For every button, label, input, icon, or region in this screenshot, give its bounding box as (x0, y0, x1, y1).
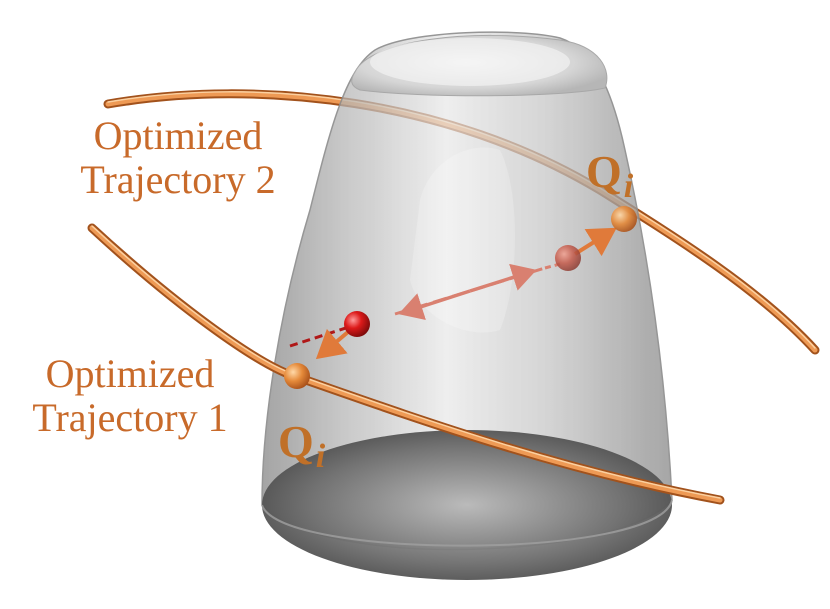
particle-motion-arrows (289, 227, 617, 360)
q-label-upper-sub: i (623, 168, 634, 205)
trajectory-1-label-line1: Optimized (45, 351, 215, 396)
faded-particle (555, 245, 581, 271)
q-label-upper: Qi (586, 148, 633, 211)
q-label-upper-main: Q (586, 146, 622, 197)
trajectory-1-label-line2: Trajectory 1 (32, 395, 228, 440)
q-label-lower: Qi (278, 418, 325, 481)
obstacle-dome (261, 31, 673, 580)
red-particle (344, 311, 370, 337)
trajectory-2-label-line1: Optimized (93, 113, 263, 158)
trajectory-1-label: Optimized Trajectory 1 (10, 352, 250, 440)
q-point-upper (611, 206, 637, 232)
trajectory-2-label: Optimized Trajectory 2 (58, 114, 298, 202)
trajectory-2-label-line2: Trajectory 2 (80, 157, 276, 202)
q-label-lower-main: Q (278, 416, 314, 467)
q-label-lower-sub: i (315, 438, 326, 475)
q-point-lower (284, 363, 310, 389)
